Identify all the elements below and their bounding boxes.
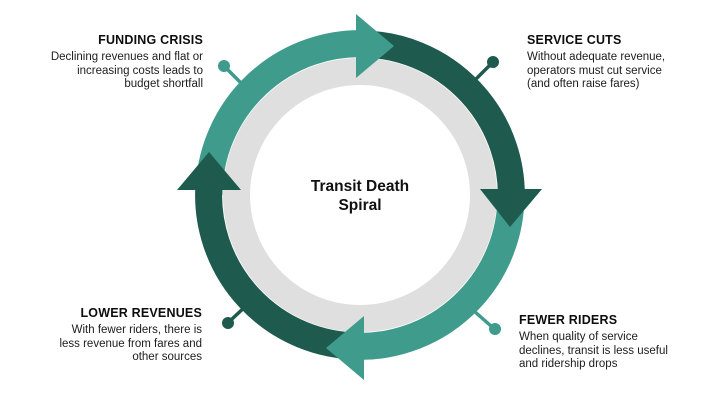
arrowhead-right-icon bbox=[480, 189, 542, 227]
connector-dot-top-right bbox=[487, 56, 499, 68]
item-title-funding-crisis: FUNDING CRISIS bbox=[98, 33, 203, 47]
connector-line-bottom-left bbox=[230, 303, 249, 321]
connector-dot-bottom-right bbox=[489, 323, 501, 335]
item-title-fewer-riders: FEWER RIDERS bbox=[519, 313, 618, 327]
item-funding-crisis: FUNDING CRISIS Declining revenues and fl… bbox=[51, 33, 203, 92]
connector-dot-top-left bbox=[218, 60, 230, 72]
connector-line-top-right bbox=[474, 63, 492, 81]
connector-line-bottom-right bbox=[472, 309, 493, 328]
connector-dot-bottom-left bbox=[222, 317, 234, 329]
item-lower-revenues: LOWER REVENUES With fewer riders, there … bbox=[59, 306, 202, 365]
connector-line-top-left bbox=[225, 67, 244, 86]
cycle-arc-bottom-right bbox=[348, 194, 525, 360]
item-title-service-cuts: SERVICE CUTS bbox=[527, 33, 622, 47]
item-description-service-cuts: Without adequate revenue,operators must … bbox=[527, 51, 666, 91]
cycle-arc-bottom-left bbox=[195, 183, 361, 360]
item-service-cuts: SERVICE CUTS Without adequate revenue,op… bbox=[527, 33, 665, 92]
item-title-lower-revenues: LOWER REVENUES bbox=[80, 306, 202, 320]
cycle-arc-top-right bbox=[359, 30, 525, 206]
arrowhead-bottom-icon bbox=[326, 316, 364, 380]
arrowhead-top-icon bbox=[356, 14, 394, 78]
arrowhead-left-icon bbox=[177, 152, 241, 190]
